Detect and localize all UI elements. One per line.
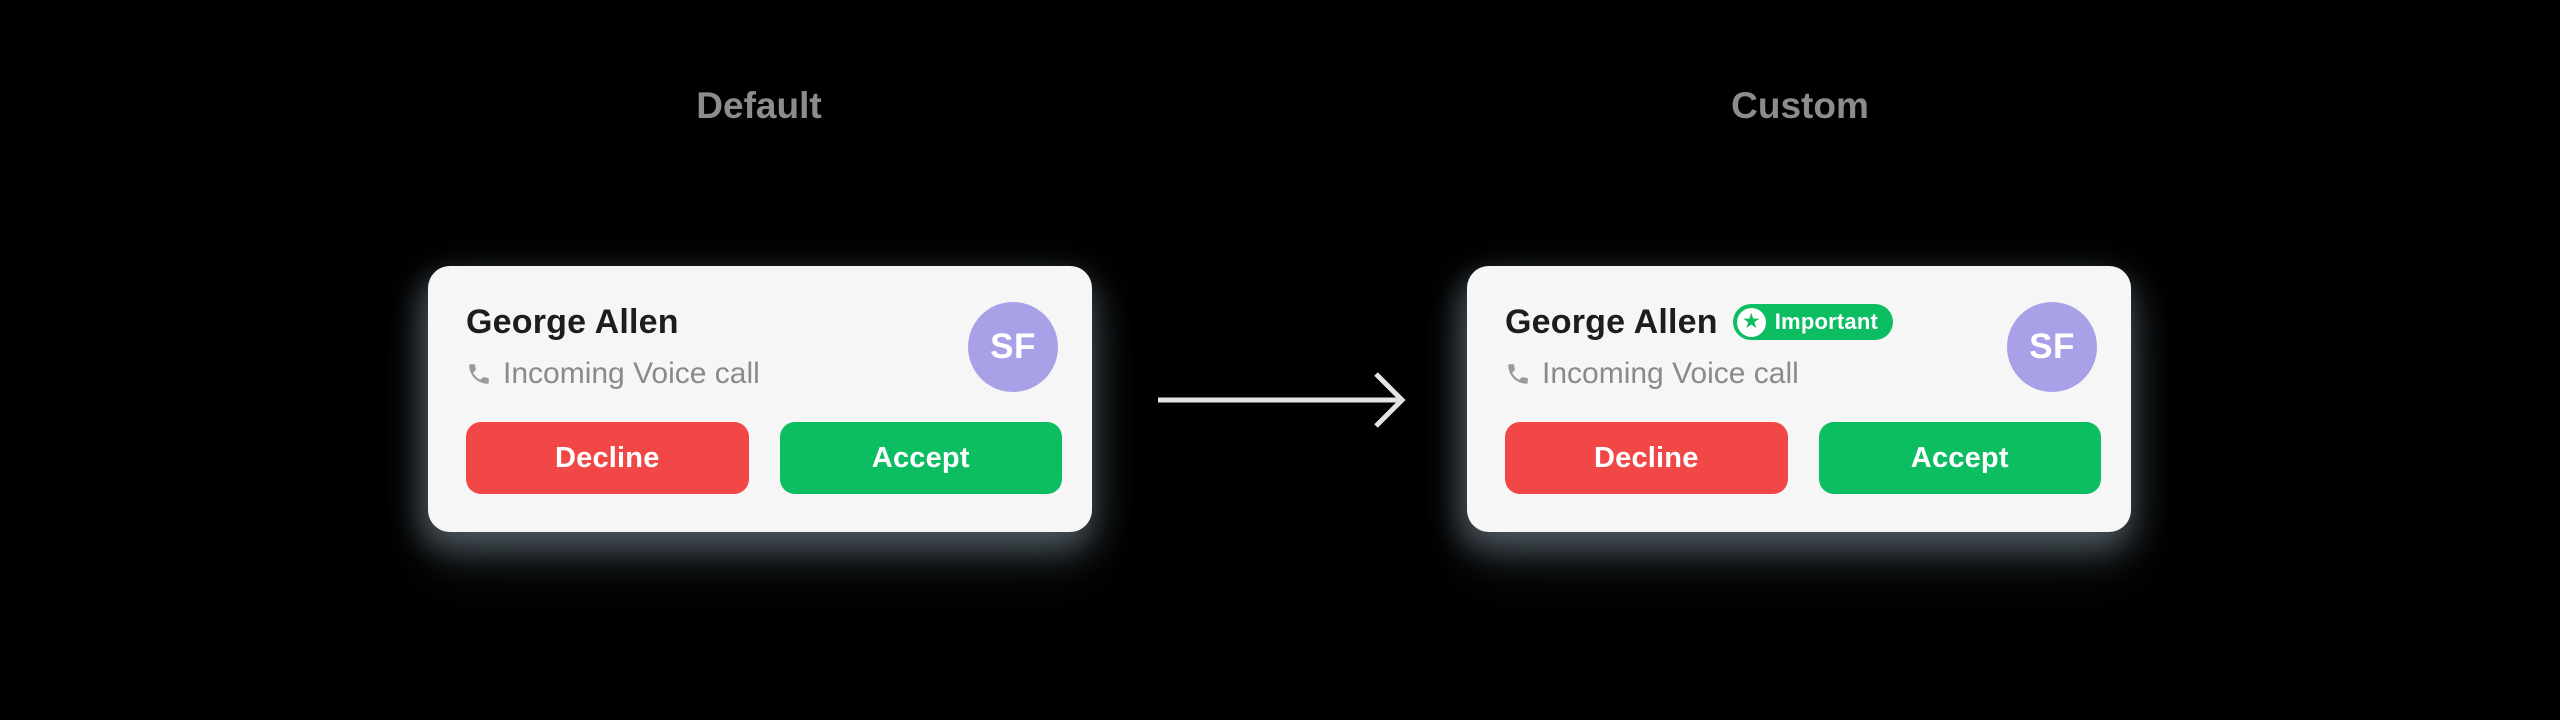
decline-button[interactable]: Decline xyxy=(466,422,749,494)
caller-name: George Allen xyxy=(1505,302,1718,341)
avatar: SF xyxy=(968,302,1058,392)
caller-name-row: George Allen ★ Important xyxy=(1505,302,2095,342)
call-card-default: George Allen Incoming Voice call SF Decl… xyxy=(428,266,1092,532)
decline-button[interactable]: Decline xyxy=(1505,422,1788,494)
accept-button[interactable]: Accept xyxy=(1818,422,2101,494)
caller-name: George Allen xyxy=(466,302,679,341)
section-title-default: Default xyxy=(696,85,822,126)
badge-label: Important xyxy=(1774,309,1878,334)
call-actions: Decline Accept xyxy=(466,422,1062,494)
call-actions: Decline Accept xyxy=(1505,422,2101,494)
avatar: SF xyxy=(2007,302,2097,392)
right-arrow-icon xyxy=(1150,355,1416,445)
accept-button[interactable]: Accept xyxy=(779,422,1062,494)
avatar-initials: SF xyxy=(990,327,1036,366)
call-card-custom: George Allen ★ Important Incoming Voice … xyxy=(1467,266,2131,532)
avatar-initials: SF xyxy=(2029,327,2075,366)
star-icon: ★ xyxy=(1736,307,1766,337)
call-type-row: Incoming Voice call xyxy=(466,356,1056,392)
phone-receiver-icon xyxy=(1505,361,1531,387)
section-title-custom: Custom xyxy=(1731,85,1869,126)
star-glyph: ★ xyxy=(1741,310,1761,333)
call-type-row: Incoming Voice call xyxy=(1505,356,2095,392)
important-badge: ★ Important xyxy=(1732,304,1893,340)
caller-name-row: George Allen xyxy=(466,302,1056,342)
call-type-label: Incoming Voice call xyxy=(1542,357,1799,390)
call-type-label: Incoming Voice call xyxy=(503,357,760,390)
phone-receiver-icon xyxy=(466,361,492,387)
